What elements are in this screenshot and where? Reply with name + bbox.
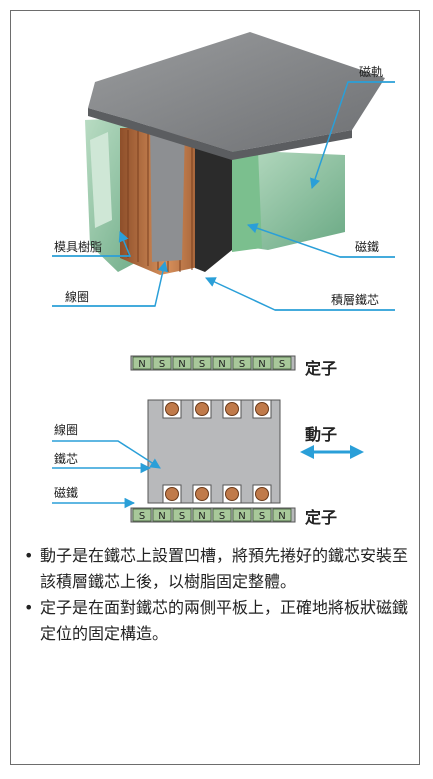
- pole-label: N: [178, 359, 185, 370]
- label-rail: 磁軌: [359, 65, 384, 79]
- pole-label: S: [279, 359, 285, 370]
- label-stator-top: 定子: [305, 359, 338, 378]
- coil-section: [165, 402, 179, 416]
- coil-section: [255, 487, 269, 501]
- note-item: 動子是在鐵芯上設置凹槽，將預先捲好的鐵芯安裝至該積層鐵芯上後，以樹脂固定整體。: [20, 543, 412, 595]
- label-magnet: 磁鐵: [355, 240, 380, 254]
- pole-s: [172, 508, 192, 522]
- pole-s: [132, 508, 152, 522]
- coil-section: [165, 487, 179, 501]
- pole-n: [232, 508, 252, 522]
- mover-block: [147, 399, 281, 504]
- pole-label: N: [198, 511, 205, 522]
- label-laminated-core: 積層鐵芯: [331, 293, 380, 307]
- pole-n: [212, 356, 232, 370]
- resin-highlight: [90, 132, 112, 228]
- pole-label: S: [179, 511, 185, 522]
- pole-label: S: [159, 359, 165, 370]
- laminated-core: [195, 140, 232, 272]
- pole-label: N: [138, 359, 145, 370]
- label-underlines: [52, 81, 395, 311]
- schematic: N S N S N S N S S N S N S N S N: [130, 355, 364, 523]
- coil-section: [195, 402, 209, 416]
- pole-s: [152, 356, 172, 370]
- notes-list: 動子是在鐵芯上設置凹槽，將預先捲好的鐵芯安裝至該積層鐵芯上後，以樹脂固定整體。 …: [20, 543, 412, 647]
- coil-section: [225, 487, 239, 501]
- label-coil: 線圈: [65, 290, 90, 304]
- coil-section: [225, 402, 239, 416]
- pole-n: [192, 508, 212, 522]
- pole-s: [212, 508, 232, 522]
- pole-label: S: [219, 511, 225, 522]
- coil-section: [195, 487, 209, 501]
- pole-label: N: [218, 359, 225, 370]
- label-s-magnet: 磁鐵: [54, 486, 79, 500]
- pole-label: N: [158, 511, 165, 522]
- pole-n: [272, 508, 292, 522]
- pole-n: [172, 356, 192, 370]
- pole-label: N: [258, 359, 265, 370]
- pole-s: [232, 356, 252, 370]
- label-resin: 模具樹脂: [54, 240, 103, 254]
- core-bar: [150, 125, 185, 262]
- leader-s-coil: [52, 440, 161, 469]
- pole-label: N: [278, 511, 285, 522]
- label-mover: 動子: [305, 425, 338, 444]
- magnet-edge: [232, 150, 262, 252]
- pole-n: [132, 356, 152, 370]
- pole-s: [272, 356, 292, 370]
- label-stator-bottom: 定子: [305, 508, 338, 527]
- pole-n: [252, 356, 272, 370]
- pole-label: S: [259, 511, 265, 522]
- pole-label: S: [199, 359, 205, 370]
- label-s-coil: 線圈: [54, 423, 79, 437]
- rail-plate: [88, 32, 385, 152]
- pole-s: [252, 508, 272, 522]
- pole-s: [192, 356, 212, 370]
- pole-n: [152, 508, 172, 522]
- coil-section: [255, 402, 269, 416]
- label-s-core: 鐵芯: [54, 452, 79, 466]
- rail-plate-edge: [88, 108, 352, 160]
- pole-label: S: [139, 511, 145, 522]
- schematic-leader-lines: [52, 440, 161, 509]
- pole-label: N: [238, 511, 245, 522]
- note-item: 定子是在面對鐵芯的兩側平板上，正確地將板狀磁鐵定位的固定構造。: [20, 595, 412, 647]
- linear-motor-3d-illustration: [85, 32, 385, 275]
- pole-label: S: [239, 359, 245, 370]
